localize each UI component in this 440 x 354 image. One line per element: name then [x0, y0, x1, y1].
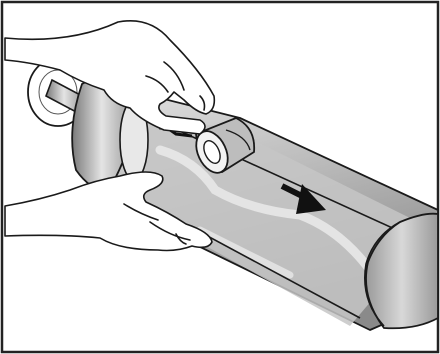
wrapping-illustration	[0, 0, 440, 354]
